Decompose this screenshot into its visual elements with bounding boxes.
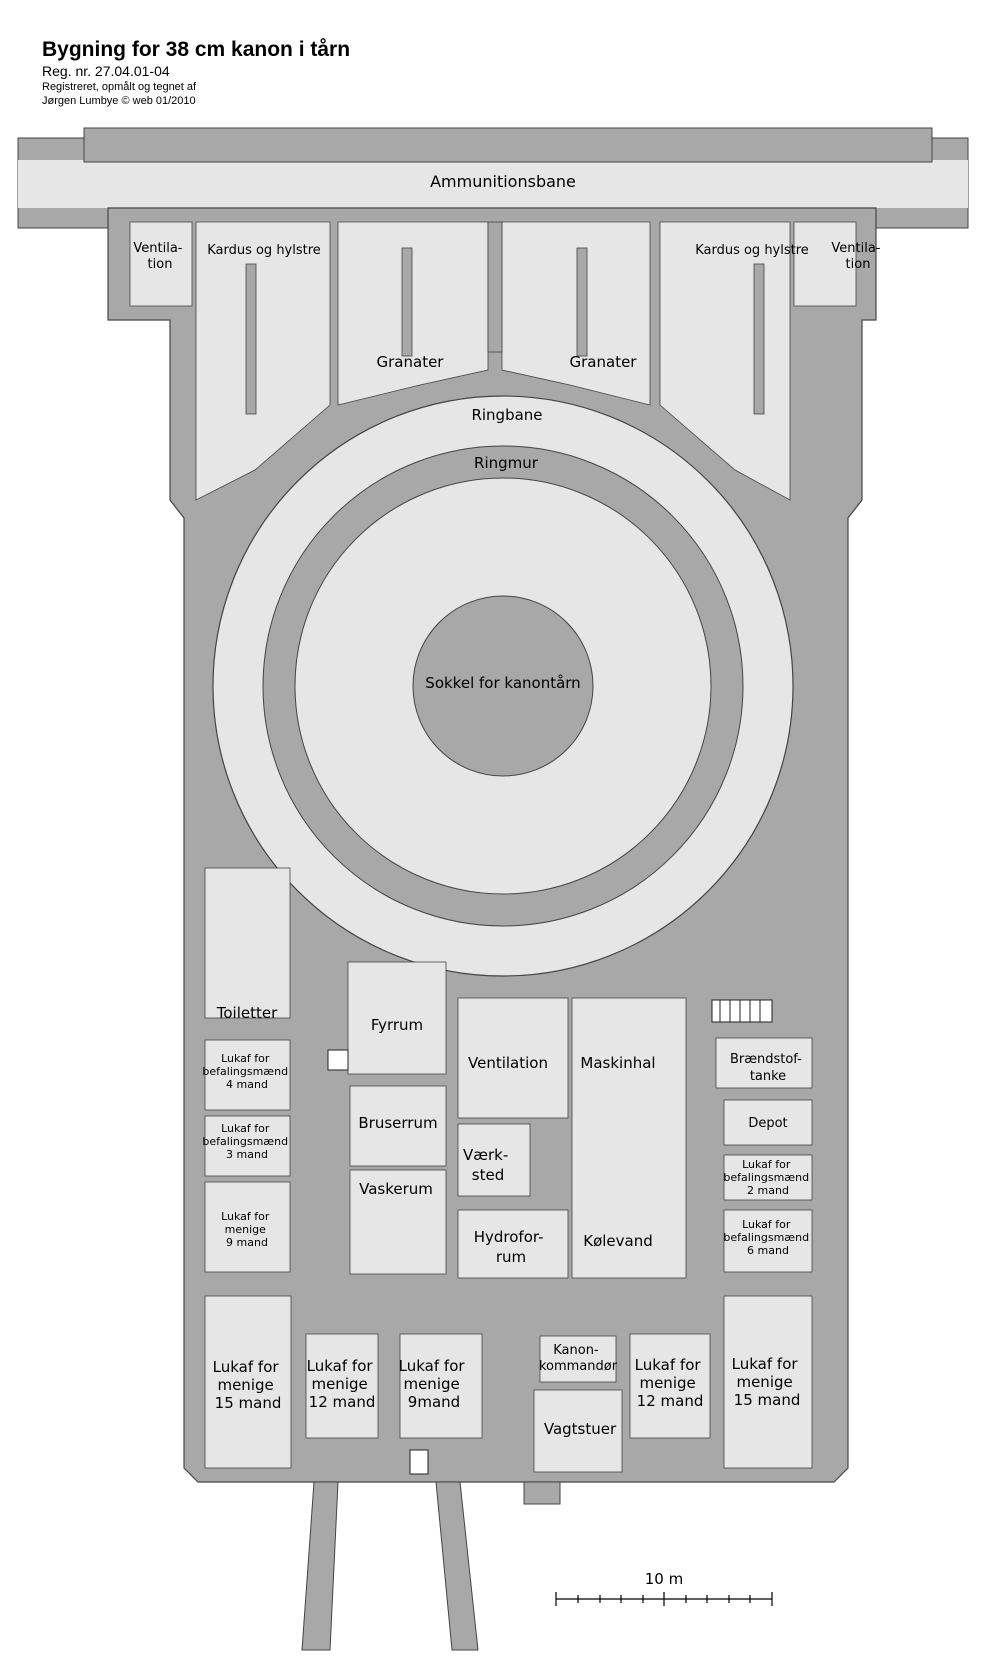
label-hydroforrum-l1: Hydrofor- <box>474 1228 544 1246</box>
lower-right-rooms <box>715 1037 813 1273</box>
label-lukaf-menige-12-right-l3: 12 mand <box>637 1392 704 1410</box>
lower-left-rooms <box>204 867 291 1273</box>
label-ventilation-center: Ventilation <box>468 1054 548 1072</box>
label-lukaf-menige-15-right-l3: 15 mand <box>734 1391 801 1409</box>
label-lukaf-menige-12-left-l2: menige <box>311 1375 367 1393</box>
label-lukaf-bef-6-l2: befalingsmænd <box>723 1231 809 1244</box>
label-lukaf-bef-6: Lukaf for befalingsmænd 6 mand <box>723 1218 812 1257</box>
label-lukaf-menige-9-left-l3: 9 mand <box>226 1236 268 1249</box>
label-kolevand: Kølevand <box>583 1232 653 1250</box>
drawing-title: Bygning for 38 cm kanon i tårn <box>42 38 351 61</box>
label-lukaf-menige-15-left: Lukaf for menige 15 mand <box>213 1358 284 1412</box>
label-lukaf-menige-15-right: Lukaf for menige 15 mand <box>732 1355 803 1409</box>
label-kanonkommandor: Kanon- kommandør <box>539 1343 618 1374</box>
label-lukaf-menige-15-left-l3: 15 mand <box>215 1394 282 1412</box>
label-lukaf-menige-12-left-l3: 12 mand <box>309 1393 376 1411</box>
label-lukaf-bef-3-l2: befalingsmænd <box>202 1135 288 1148</box>
label-lukaf-menige-9-bottom: Lukaf for menige 9mand <box>399 1357 470 1411</box>
bottom-rooms <box>204 1295 813 1473</box>
label-ventilation-left: Ventila- tion <box>133 241 186 272</box>
registration-number: Reg. nr. 27.04.01-04 <box>42 63 170 79</box>
label-lukaf-bef-3-l1: Lukaf for <box>221 1122 270 1135</box>
label-lukaf-bef-4-l3: 4 mand <box>226 1078 268 1091</box>
label-vaskerum: Vaskerum <box>359 1180 433 1198</box>
label-sokkel: Sokkel for kanontårn <box>425 674 580 692</box>
label-braendstoftanke-l1: Brændstof- <box>730 1052 802 1067</box>
label-bruserrum: Bruserrum <box>358 1114 437 1132</box>
label-lukaf-menige-12-right: Lukaf for menige 12 mand <box>635 1356 706 1410</box>
label-lukaf-bef-2-l3: 2 mand <box>747 1184 789 1197</box>
label-lukaf-bef-6-l3: 6 mand <box>747 1244 789 1257</box>
label-lukaf-bef-3: Lukaf for befalingsmænd 3 mand <box>202 1122 291 1161</box>
upper-partitions <box>245 221 765 415</box>
label-kanonkommandor-l2: kommandør <box>539 1359 618 1374</box>
label-lukaf-menige-9-left-l2: menige <box>225 1223 266 1236</box>
label-lukaf-menige-12-left: Lukaf for menige 12 mand <box>307 1357 378 1411</box>
label-lukaf-bef-2-l1: Lukaf for <box>742 1158 791 1171</box>
label-braendstoftanke: Brændstof- tanke <box>730 1052 806 1084</box>
label-granater-right: Granater <box>570 353 638 371</box>
label-kanonkommandor-l1: Kanon- <box>553 1343 599 1358</box>
label-ventilation-right-l2: tion <box>846 257 871 272</box>
label-lukaf-menige-9-left: Lukaf for menige 9 mand <box>221 1210 273 1249</box>
label-lukaf-menige-15-left-l2: menige <box>217 1376 273 1394</box>
credit-line-1: Registreret, opmålt og tegnet af <box>42 81 197 93</box>
label-hydroforrum-l2: rum <box>496 1248 526 1266</box>
label-granater-left: Granater <box>377 353 445 371</box>
label-vaerksted-l2: sted <box>472 1166 504 1184</box>
label-lukaf-menige-12-left-l1: Lukaf for <box>307 1357 374 1375</box>
label-lukaf-menige-12-right-l2: menige <box>639 1374 695 1392</box>
scale-label: 10 m <box>645 1570 683 1588</box>
label-maskinhal: Maskinhal <box>580 1054 655 1072</box>
label-lukaf-menige-9-bottom-l1: Lukaf for <box>399 1357 466 1375</box>
scale-bar <box>555 1592 773 1606</box>
label-vaerksted-l1: Værk- <box>463 1146 508 1164</box>
label-vaerksted: Værk- sted <box>463 1146 513 1184</box>
label-hydroforrum: Hydrofor- rum <box>474 1228 549 1266</box>
label-lukaf-menige-9-bottom-l2: menige <box>403 1375 459 1393</box>
label-lukaf-menige-9-bottom-l3: 9mand <box>408 1393 460 1411</box>
label-lukaf-bef-3-l3: 3 mand <box>226 1148 268 1161</box>
label-braendstoftanke-l2: tanke <box>750 1069 786 1084</box>
label-ringbane: Ringbane <box>471 406 542 424</box>
stairs <box>327 999 773 1475</box>
label-kardus-left: Kardus og hylstre <box>207 243 321 258</box>
label-ringmur: Ringmur <box>474 454 539 472</box>
label-depot: Depot <box>748 1116 787 1131</box>
label-lukaf-menige-15-left-l1: Lukaf for <box>213 1358 280 1376</box>
label-lukaf-menige-12-right-l1: Lukaf for <box>635 1356 702 1374</box>
credit-line-2: Jørgen Lumbye © web 01/2010 <box>42 95 196 107</box>
label-ventilation-left-l2: tion <box>148 257 173 272</box>
label-vagtstuer: Vagtstuer <box>544 1420 617 1438</box>
central-rooms <box>347 961 687 1279</box>
label-kardus-right: Kardus og hylstre <box>695 243 809 258</box>
label-lukaf-bef-6-l1: Lukaf for <box>742 1218 791 1231</box>
sokkel-base <box>412 595 594 777</box>
label-ventilation-right: Ventila- tion <box>831 241 884 272</box>
entrance-ramps <box>301 1481 561 1651</box>
label-lukaf-bef-2-l2: befalingsmænd <box>723 1171 809 1184</box>
label-lukaf-bef-4-l2: befalingsmænd <box>202 1065 288 1078</box>
label-ventilation-left-l1: Ventila- <box>133 241 182 256</box>
upper-rooms <box>129 221 857 501</box>
label-lukaf-menige-15-right-l1: Lukaf for <box>732 1355 799 1373</box>
label-lukaf-bef-4-l1: Lukaf for <box>221 1052 270 1065</box>
label-lukaf-bef-2: Lukaf for befalingsmænd 2 mand <box>723 1158 812 1197</box>
label-lukaf-menige-15-right-l2: menige <box>736 1373 792 1391</box>
label-lukaf-bef-4: Lukaf for befalingsmænd 4 mand <box>202 1052 291 1091</box>
label-ventilation-right-l1: Ventila- <box>831 241 880 256</box>
label-lukaf-menige-9-left-l1: Lukaf for <box>221 1210 270 1223</box>
label-fyrrum: Fyrrum <box>371 1016 423 1034</box>
label-toiletter: Toiletter <box>216 1004 278 1022</box>
label-ammunitionsbane: Ammunitionsbane <box>430 172 576 191</box>
